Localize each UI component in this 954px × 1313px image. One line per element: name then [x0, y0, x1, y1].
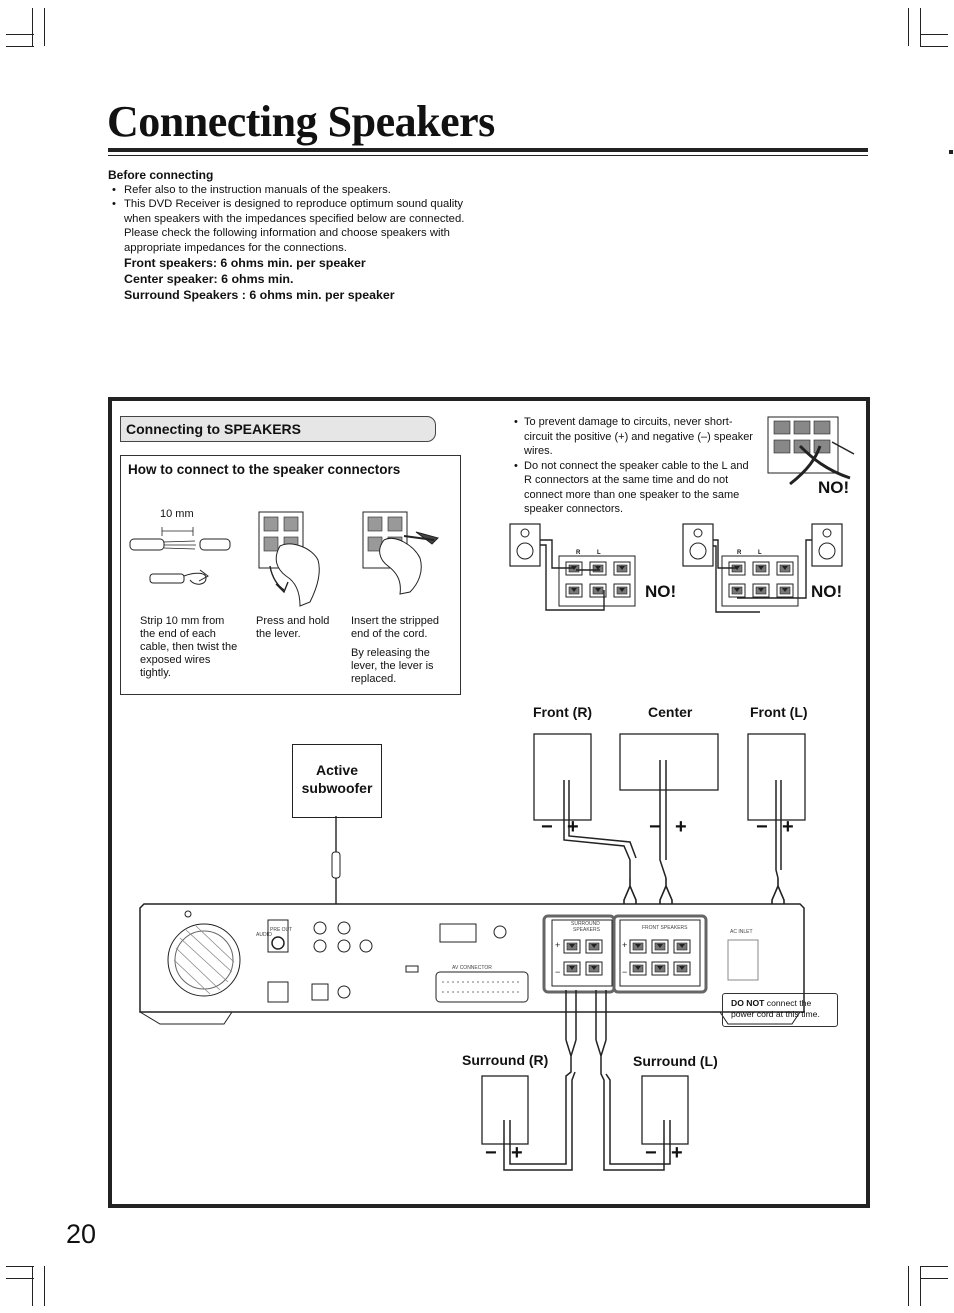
crop-mark: [920, 1278, 948, 1279]
minus-mark: −: [649, 816, 661, 838]
svg-text:+: +: [555, 940, 560, 950]
list-item: This DVD Receiver is designed to reprodu…: [112, 197, 472, 255]
crop-mark: [908, 1266, 909, 1306]
svg-text:−: −: [622, 967, 627, 977]
strip-length-label: 10 mm: [160, 508, 194, 520]
plus-mark: +: [675, 816, 687, 838]
no-label: NO!: [645, 582, 677, 601]
minus-mark: −: [541, 816, 553, 838]
crop-mark: [6, 46, 34, 47]
crop-mark: [920, 1266, 948, 1267]
crop-mark: [44, 1266, 45, 1306]
power-note-text: connect the power cord at this time.: [731, 998, 820, 1019]
plus-mark: +: [511, 1142, 523, 1164]
side-mark: [949, 150, 953, 154]
crop-mark: [920, 8, 921, 46]
connection-diagram-frame: [108, 397, 870, 1208]
stripped-cable-illustration: [129, 527, 231, 585]
step-2-text: Press and hold the lever.: [256, 615, 330, 640]
warning-list: To prevent damage to circuits, never sho…: [514, 415, 754, 517]
howto-title: How to connect to the speaker connectors: [128, 462, 401, 477]
svg-text:AC INLET: AC INLET: [730, 929, 753, 935]
wrong-connection-diagram-1: [509, 523, 636, 611]
svg-text:−: −: [555, 967, 560, 977]
surround-l-speaker: [641, 1075, 689, 1145]
terminal-r-label: R: [576, 550, 581, 556]
terminal-l-label: L: [597, 550, 601, 556]
receiver-back-panel: PRE OUT AUDIO AV CONNECTOR AC INLET: [139, 903, 805, 1025]
subwoofer-box: [292, 744, 382, 818]
crop-mark: [44, 8, 45, 46]
howto-box: [120, 455, 461, 695]
step-3-text: Insert the stripped end of the cord.: [351, 615, 440, 640]
terminal-r-label: R: [737, 550, 742, 556]
power-note-box: [722, 993, 838, 1027]
svg-text:AV CONNECTOR: AV CONNECTOR: [452, 965, 492, 971]
crop-mark: [6, 1278, 34, 1279]
front-r-label: Front (R): [533, 704, 593, 720]
power-note: DO NOT connect the power cord at this ti…: [731, 998, 835, 1020]
speaker-terminals: SURROUND SPEAKERS FRONT SPEAKERS + − + −: [542, 914, 708, 994]
crop-mark: [920, 1266, 921, 1306]
title-rule-thin: [108, 155, 868, 156]
svg-text:SPEAKERS: SPEAKERS: [573, 927, 601, 933]
before-connecting-heading: Before connecting: [108, 168, 214, 182]
crop-mark: [908, 8, 909, 46]
crop-mark: [920, 46, 948, 47]
center-speaker: [619, 733, 719, 791]
insert-wire-illustration: [362, 511, 439, 595]
surround-l-label: Surround (L): [633, 1053, 718, 1069]
svg-text:FRONT SPEAKERS: FRONT SPEAKERS: [642, 925, 688, 931]
terminal-l-label: L: [758, 550, 762, 556]
surround-r-label: Surround (R): [462, 1052, 549, 1068]
subwoofer-label: Active subwoofer: [301, 762, 373, 796]
impedance-spec: Front speakers: 6 ohms min. per speaker: [124, 256, 366, 271]
plus-mark: +: [567, 816, 579, 838]
front-l-label: Front (L): [750, 704, 808, 720]
page-title: Connecting Speakers: [107, 97, 495, 146]
minus-mark: −: [485, 1142, 497, 1164]
crop-mark: [32, 8, 33, 46]
page-number: 20: [66, 1219, 97, 1249]
impedance-spec: Center speaker: 6 ohms min.: [124, 272, 294, 287]
surround-r-speaker: [481, 1075, 529, 1145]
title-rule: [108, 148, 868, 152]
no-label: NO!: [811, 582, 843, 601]
surround-speaker-cables: [503, 990, 671, 1171]
svg-text:+: +: [622, 940, 627, 950]
svg-text:PRE OUT: PRE OUT: [270, 927, 292, 933]
plus-mark: +: [671, 1142, 683, 1164]
list-item: To prevent damage to circuits, never sho…: [514, 415, 754, 459]
list-item: Refer also to the instruction manuals of…: [112, 183, 472, 198]
no-label: NO!: [818, 478, 850, 497]
warning-inset-illustration: [767, 416, 855, 486]
section-title: Connecting to SPEAKERS: [126, 421, 302, 437]
impedance-spec: Surround Speakers : 6 ohms min. per spea…: [124, 288, 395, 303]
before-connecting-list: Refer also to the instruction manuals of…: [112, 183, 472, 303]
step-3-note: By releasing the lever, the lever is rep…: [351, 647, 434, 685]
crop-mark: [6, 1266, 34, 1267]
minus-mark: −: [756, 816, 768, 838]
list-item: Do not connect the speaker cable to the …: [514, 459, 754, 517]
step-1-text: Strip 10 mm from the end of each cable, …: [140, 615, 238, 679]
minus-mark: −: [645, 1142, 657, 1164]
crop-mark: [920, 34, 948, 35]
front-r-speaker: [533, 733, 592, 821]
plus-mark: +: [782, 816, 794, 838]
svg-text:AUDIO: AUDIO: [256, 932, 272, 938]
wrong-connection-diagram-2: [682, 523, 843, 613]
crop-mark: [6, 34, 34, 35]
power-note-emphasis: DO NOT: [731, 998, 765, 1008]
svg-text:SURROUND: SURROUND: [571, 921, 600, 927]
crop-mark: [32, 1266, 33, 1306]
press-lever-illustration: [258, 511, 320, 607]
center-label: Center: [648, 704, 693, 720]
section-tab: Connecting to SPEAKERS: [120, 416, 436, 442]
